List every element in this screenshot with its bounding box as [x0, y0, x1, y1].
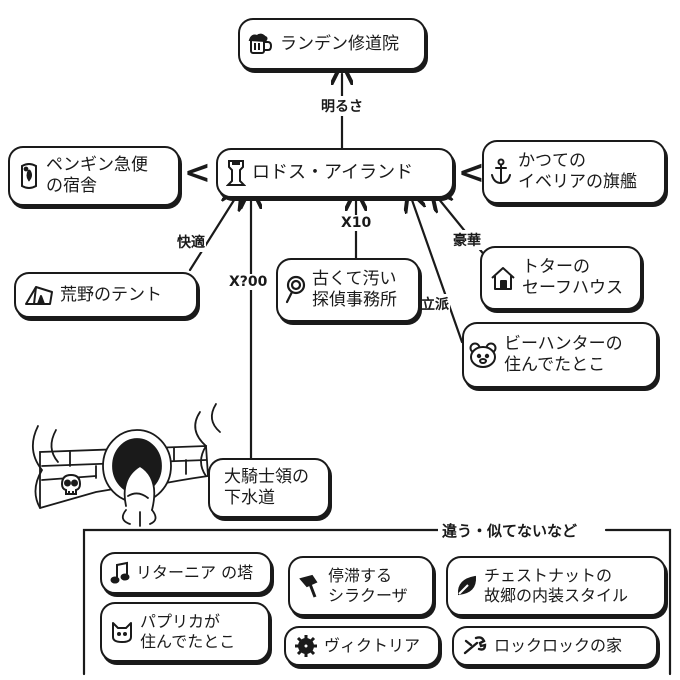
edge-label-beehunter: 立派 [420, 294, 450, 314]
legend-label-line2: 住んでたとこ [140, 632, 236, 651]
cat-icon [110, 620, 134, 644]
node-label-line1: ペンギン急便 [46, 155, 148, 176]
legend-item-rocklock-house[interactable]: ロックロックの家 [452, 626, 658, 666]
node-label-line2: 住んでたとこ [504, 355, 606, 375]
legend-label: リターニア の塔 [136, 563, 254, 583]
legend-frame [82, 528, 672, 676]
house-icon [490, 265, 516, 291]
node-wasteland-tent[interactable]: 荒野のテント [14, 272, 198, 318]
edge-label-sewer: X?00 [228, 274, 269, 290]
legend-item-victoria[interactable]: ヴィクトリア [284, 626, 440, 666]
legend-item-chestnut-interior[interactable]: チェストナットの 故郷の内装スタイル [446, 556, 666, 616]
edge-label-penguin: 快適 [176, 232, 206, 252]
chevron-left-icon: < [458, 153, 485, 191]
legend-label-line1: 停滞する [328, 566, 393, 586]
legend-item-paprika-home[interactable]: パプリカが 住んでたとこ [100, 602, 270, 662]
node-totter-safehouse[interactable]: トターの セーフハウス [480, 246, 642, 310]
node-label-line1: ビーハンターの [504, 334, 623, 355]
legend-label: ロックロックの家 [494, 636, 623, 656]
edge-tent-rhodes [188, 197, 236, 272]
node-label: ロドス・アイランド [252, 162, 414, 184]
edge-beehunter-rhodes [412, 200, 464, 344]
legend-item-stagnant-siracusa[interactable]: 停滞する シラクーザ [288, 556, 434, 616]
node-label-line2: 探偵事務所 [312, 290, 397, 310]
legend-item-ritania[interactable]: リターニア の塔 [100, 552, 272, 594]
hammer-icon [298, 573, 322, 599]
music-note-icon [110, 561, 130, 585]
bear-icon [468, 341, 498, 369]
node-beehunter-home[interactable]: ビーハンターの 住んでたとこ [462, 322, 658, 388]
tower-icon [226, 159, 246, 187]
node-label-line1: 大騎士領の [224, 467, 309, 488]
node-knight-sewer[interactable]: 大騎士領の 下水道 [208, 458, 330, 518]
gear-icon [294, 634, 318, 658]
node-label: ランデン修道院 [280, 33, 399, 54]
legend-label-line1: チェストナットの [484, 566, 613, 586]
node-label-line1: トターの [522, 257, 590, 278]
node-iberia-flagship[interactable]: かつての イベリアの旗艦 [482, 140, 666, 204]
edge-label-landen: 明るさ [320, 96, 364, 116]
legend-label-line2: 故郷の内装スタイル [484, 586, 629, 605]
node-label-line2: イベリアの旗艦 [518, 172, 637, 192]
magnifier-icon [284, 275, 308, 305]
anchor-icon [490, 158, 512, 186]
node-label-line2: の宿舎 [46, 176, 97, 196]
chevron-left-icon: < [184, 153, 211, 191]
node-label-line2: 下水道 [224, 488, 275, 508]
tent-icon [24, 283, 54, 307]
legend-label: ヴィクトリア [324, 636, 421, 656]
node-rhodes-island[interactable]: ロドス・アイランド [216, 148, 454, 198]
node-label-line1: 古くて汚い [312, 269, 397, 290]
beer-mug-icon [248, 32, 274, 56]
legend-label-line2: シラクーザ [328, 586, 408, 605]
leaf-icon [456, 574, 478, 598]
penguin-icon [18, 162, 40, 190]
edge-label-detective: X10 [340, 215, 373, 231]
edge-label-iberia: 豪華 [452, 230, 482, 250]
node-label-line2: セーフハウス [522, 278, 623, 298]
node-detective-office[interactable]: 古くて汚い 探偵事務所 [276, 258, 420, 322]
node-label-line1: かつての [518, 151, 586, 172]
sewer-illustration [32, 403, 221, 527]
skull-icon [58, 472, 84, 502]
legend-title: 違う・似てないなど [438, 520, 582, 541]
node-label: 荒野のテント [60, 284, 162, 305]
node-landen-monastery[interactable]: ランデン修道院 [238, 18, 426, 70]
legend-label-line1: パプリカが [140, 612, 221, 632]
node-penguin-dorm[interactable]: ペンギン急便 の宿舎 [8, 146, 180, 206]
wrench-icon [462, 635, 488, 657]
